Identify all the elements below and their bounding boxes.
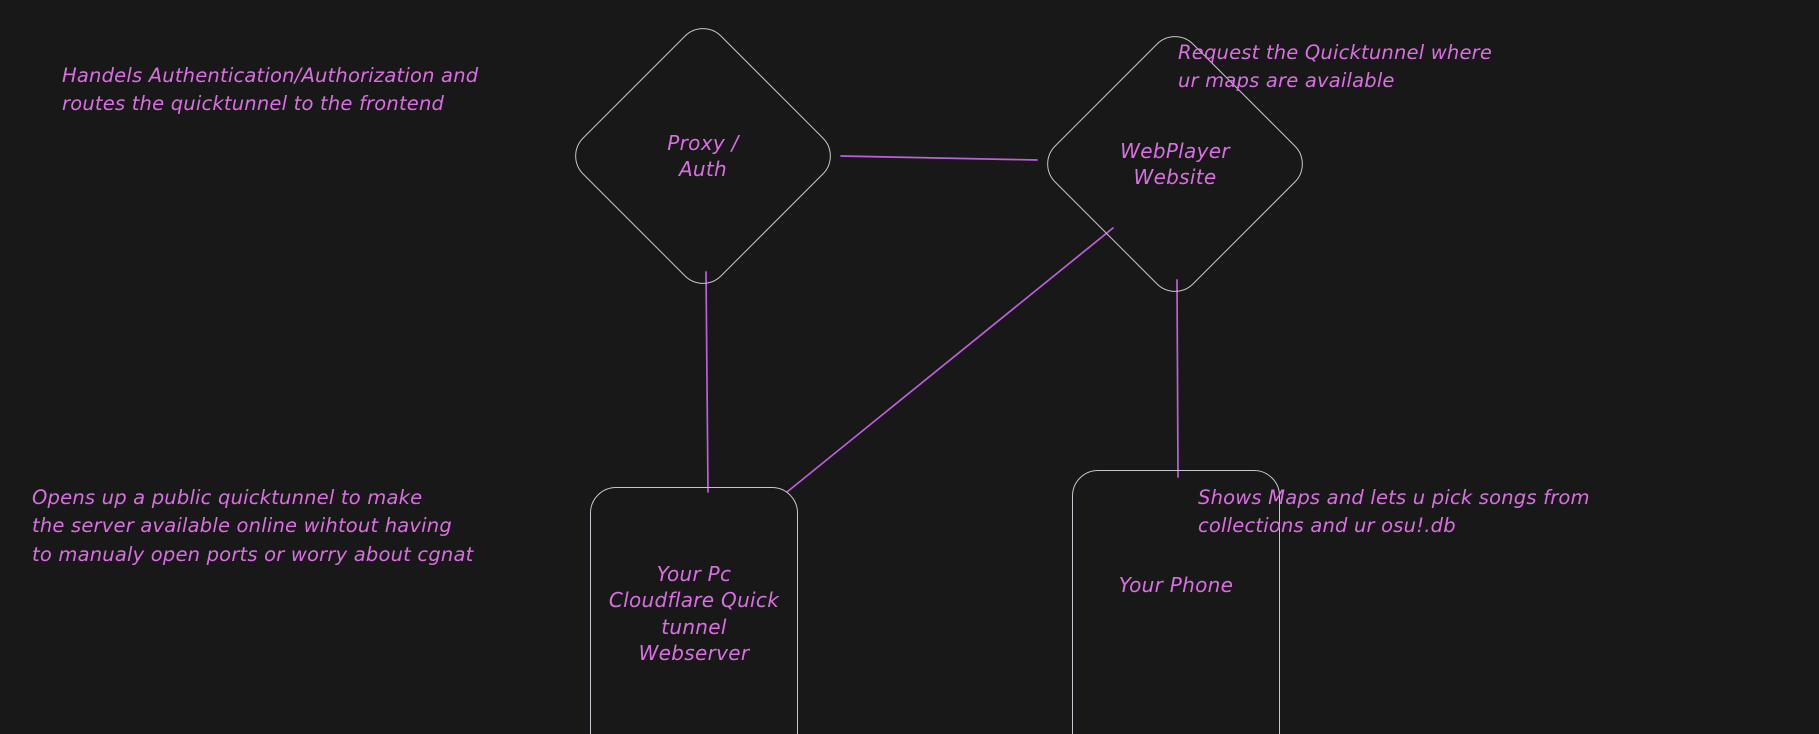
your-pc-label: Your Pc Cloudflare Quick tunnel Webserve…	[608, 561, 780, 665]
annotation-webplayer-website: Request the Quicktunnel where ur maps ar…	[1178, 41, 1493, 93]
proxy-auth-label: Proxy / Auth	[667, 130, 739, 181]
edge-webplayer-to-your-phone	[1176, 279, 1179, 478]
edge-proxy-to-your-pc	[705, 271, 709, 493]
annotation-proxy-auth: Handels Authentication/Authorization and…	[62, 64, 479, 116]
annotation-your-phone: Shows Maps and lets u pick songs from co…	[1198, 486, 1590, 538]
annotation-your-pc: Opens up a public quicktunnel to make th…	[32, 486, 474, 566]
node-your-phone[interactable]: Your Phone	[1072, 470, 1280, 734]
edge-proxy-to-webplayer	[840, 155, 1038, 161]
webplayer-website-label-wrap: WebPlayer Website	[1077, 66, 1273, 262]
node-your-pc[interactable]: Your Pc Cloudflare Quick tunnel Webserve…	[590, 487, 798, 734]
webplayer-website-label: WebPlayer Website	[1120, 138, 1230, 189]
your-phone-label: Your Phone	[1118, 572, 1234, 597]
node-webplayer-website[interactable]: WebPlayer Website	[1036, 25, 1314, 303]
node-proxy-auth[interactable]: Proxy / Auth	[564, 17, 842, 295]
proxy-auth-label-wrap: Proxy / Auth	[605, 58, 801, 254]
edge-webplayer-to-your-pc	[786, 227, 1114, 493]
